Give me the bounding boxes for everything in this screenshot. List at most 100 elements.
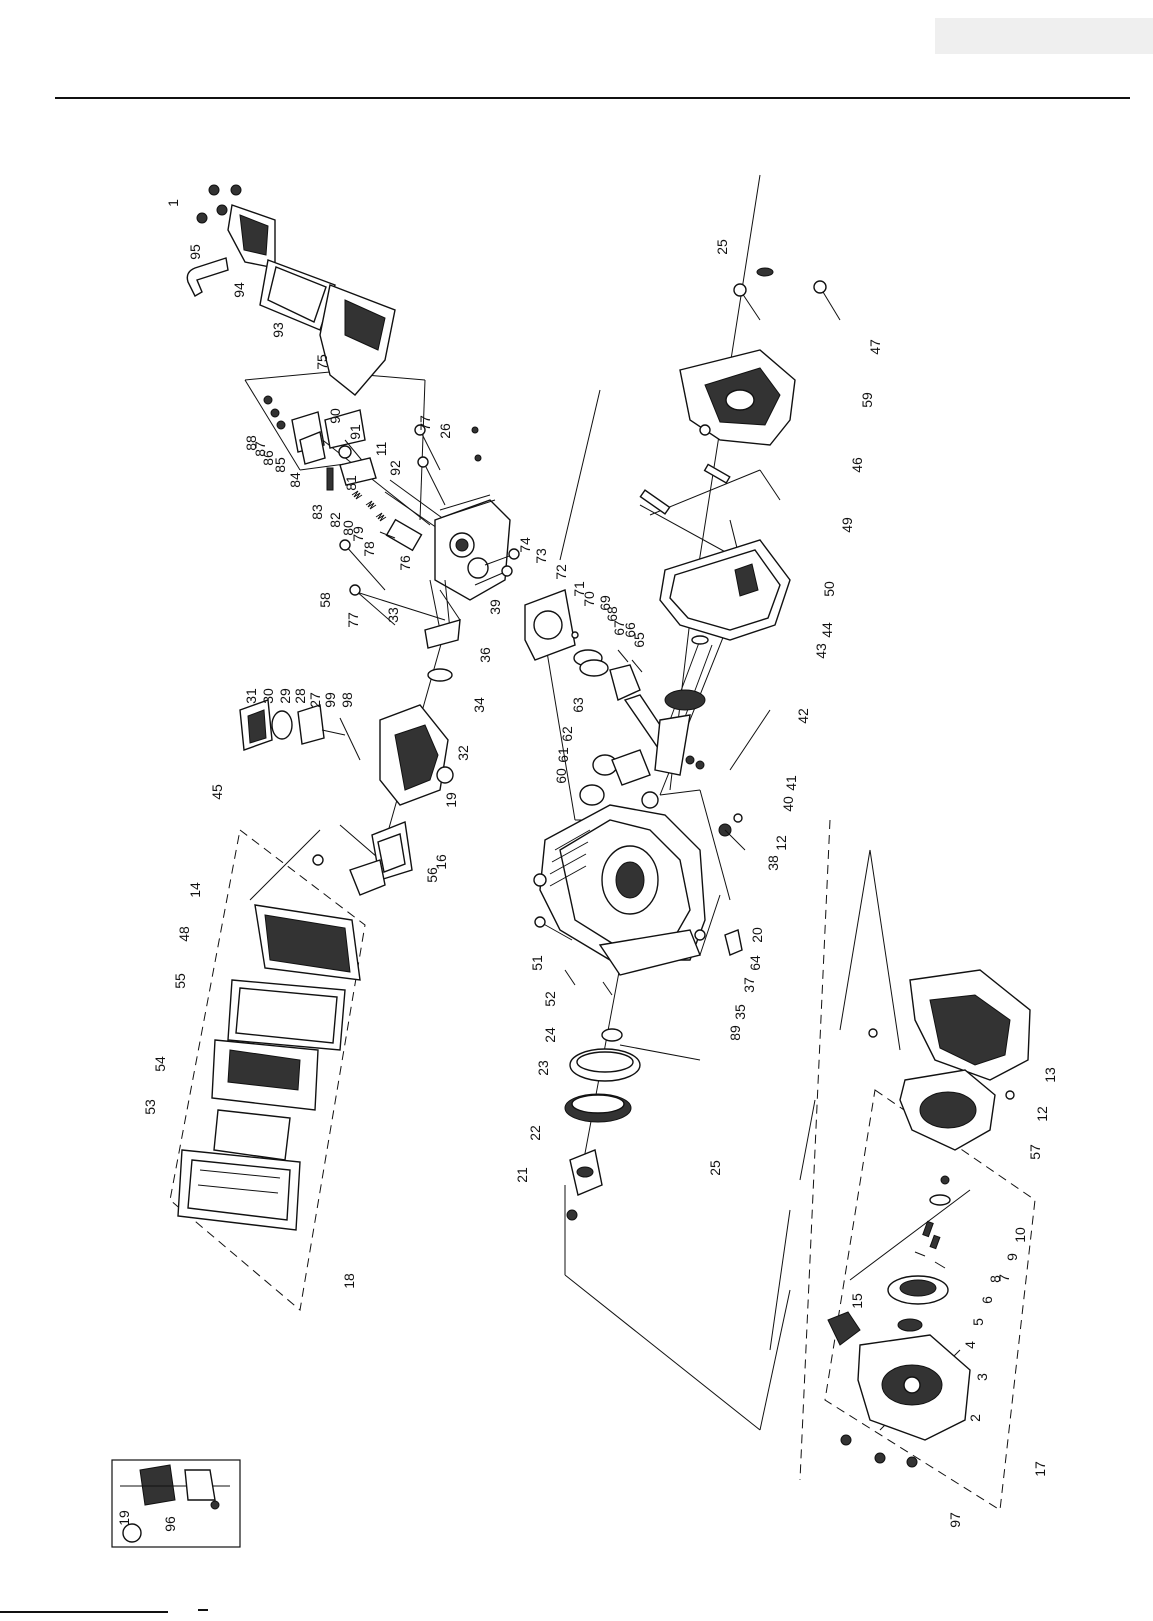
starter-small-parts <box>915 1176 950 1268</box>
camshaft-parts <box>580 750 650 805</box>
part-callout: 84 <box>287 472 303 488</box>
part-callout: 12 <box>773 835 789 851</box>
part-callout: 37 <box>741 977 757 993</box>
part-callout: 98 <box>339 692 355 708</box>
recoil-pulley <box>888 1276 948 1304</box>
part-callout: 46 <box>849 457 865 473</box>
part-callout: 19 <box>116 1510 132 1526</box>
spark-plug <box>380 520 421 551</box>
part-callout: 41 <box>783 775 799 791</box>
part-callout: 52 <box>542 991 558 1007</box>
part-callout: 75 <box>314 354 330 370</box>
part-callout: 91 <box>347 424 363 440</box>
part-callout: 74 <box>517 537 533 553</box>
part-callout: 27 <box>307 692 323 708</box>
part-callout: 42 <box>795 708 811 724</box>
part-callout: 85 <box>272 457 288 473</box>
part-callout: 77 <box>417 415 433 431</box>
part-callout: 54 <box>152 1056 168 1072</box>
part-callout: 40 <box>780 796 796 812</box>
part-callout: 18 <box>341 1273 357 1289</box>
part-callout: 3 <box>974 1373 990 1381</box>
part-callout: 70 <box>581 591 597 607</box>
part-callout: 20 <box>749 927 765 943</box>
part-callout: 14 <box>187 882 203 898</box>
part-callout: 29 <box>277 688 293 704</box>
part-callout: 76 <box>397 555 413 571</box>
part-callout: 50 <box>821 581 837 597</box>
part-callout: 31 <box>243 688 259 704</box>
part-callout: 97 <box>947 1512 963 1528</box>
part-callout: 65 <box>631 632 647 648</box>
cooling-shroud <box>900 1070 995 1150</box>
part-callout: 56 <box>424 867 440 883</box>
part-callout: 77 <box>345 612 361 628</box>
part-callout: 30 <box>260 688 276 704</box>
part-callout: 95 <box>187 244 203 260</box>
valve-cover <box>187 185 275 296</box>
part-callout: 99 <box>322 692 338 708</box>
part-callout: 23 <box>535 1060 551 1076</box>
part-callout: 32 <box>455 745 471 761</box>
cover-bolts <box>734 268 840 320</box>
part-callout: 59 <box>859 392 875 408</box>
starter-handle <box>828 1312 860 1345</box>
part-callout: 33 <box>385 607 401 623</box>
part-callout: 93 <box>270 322 286 338</box>
part-callout: 25 <box>714 239 730 255</box>
carb-gaskets <box>350 822 412 895</box>
dowel-pins <box>640 464 729 513</box>
part-callout: 55 <box>172 973 188 989</box>
valve-springs <box>352 491 386 521</box>
air-filter-base <box>178 1150 300 1230</box>
part-callout: 8 <box>987 1275 1003 1283</box>
part-callout: 24 <box>542 1027 558 1043</box>
part-callout: 58 <box>317 592 333 608</box>
air-filter-foam <box>214 1110 290 1160</box>
air-filter-gasket <box>228 980 345 1050</box>
part-callout: 26 <box>437 423 453 439</box>
part-callout: 34 <box>471 697 487 713</box>
ignition-coil <box>570 1049 640 1081</box>
part-callout: 44 <box>819 622 835 638</box>
part-callout: 43 <box>813 643 829 659</box>
part-callout: 63 <box>570 697 586 713</box>
crankcase <box>534 792 705 975</box>
part-callout: 64 <box>747 955 763 971</box>
part-callout: 17 <box>1032 1461 1048 1477</box>
part-callout: 53 <box>142 1099 158 1115</box>
part-callout: 39 <box>487 599 503 615</box>
part-callout: 28 <box>292 688 308 704</box>
crankshaft <box>655 614 712 775</box>
flywheel-nut <box>567 1210 577 1220</box>
part-callout: 68 <box>604 606 620 622</box>
part-callout: 6 <box>979 1296 995 1304</box>
flywheel <box>565 1094 631 1122</box>
head-gasket <box>525 590 575 660</box>
recoil-housing <box>858 1335 970 1440</box>
part-callout: 92 <box>387 460 403 476</box>
air-filter-element-case <box>212 1040 318 1110</box>
part-callout: 38 <box>765 855 781 871</box>
part-callout: 11 <box>373 442 389 457</box>
part-callout: 61 <box>555 747 571 763</box>
part-callout: 47 <box>867 339 883 355</box>
air-guide-75 <box>320 285 395 395</box>
part-callout: 96 <box>162 1516 178 1532</box>
part-callout: 62 <box>559 726 575 742</box>
part-callout: 79 <box>350 526 366 542</box>
part-callout: 22 <box>527 1125 543 1141</box>
part-callout: 72 <box>553 564 569 580</box>
part-callout: 21 <box>514 1167 530 1183</box>
rocker-arm-set <box>264 396 376 490</box>
part-callout: 78 <box>361 541 377 557</box>
part-callout: 36 <box>477 647 493 663</box>
cylinder-head <box>435 495 510 600</box>
part-callout: 83 <box>309 504 325 520</box>
part-callout: 48 <box>176 926 192 942</box>
part-callout: 5 <box>970 1318 986 1326</box>
air-filter-cover <box>255 855 360 980</box>
part-callout: 89 <box>727 1025 743 1041</box>
crankcase-gasket <box>660 540 790 640</box>
